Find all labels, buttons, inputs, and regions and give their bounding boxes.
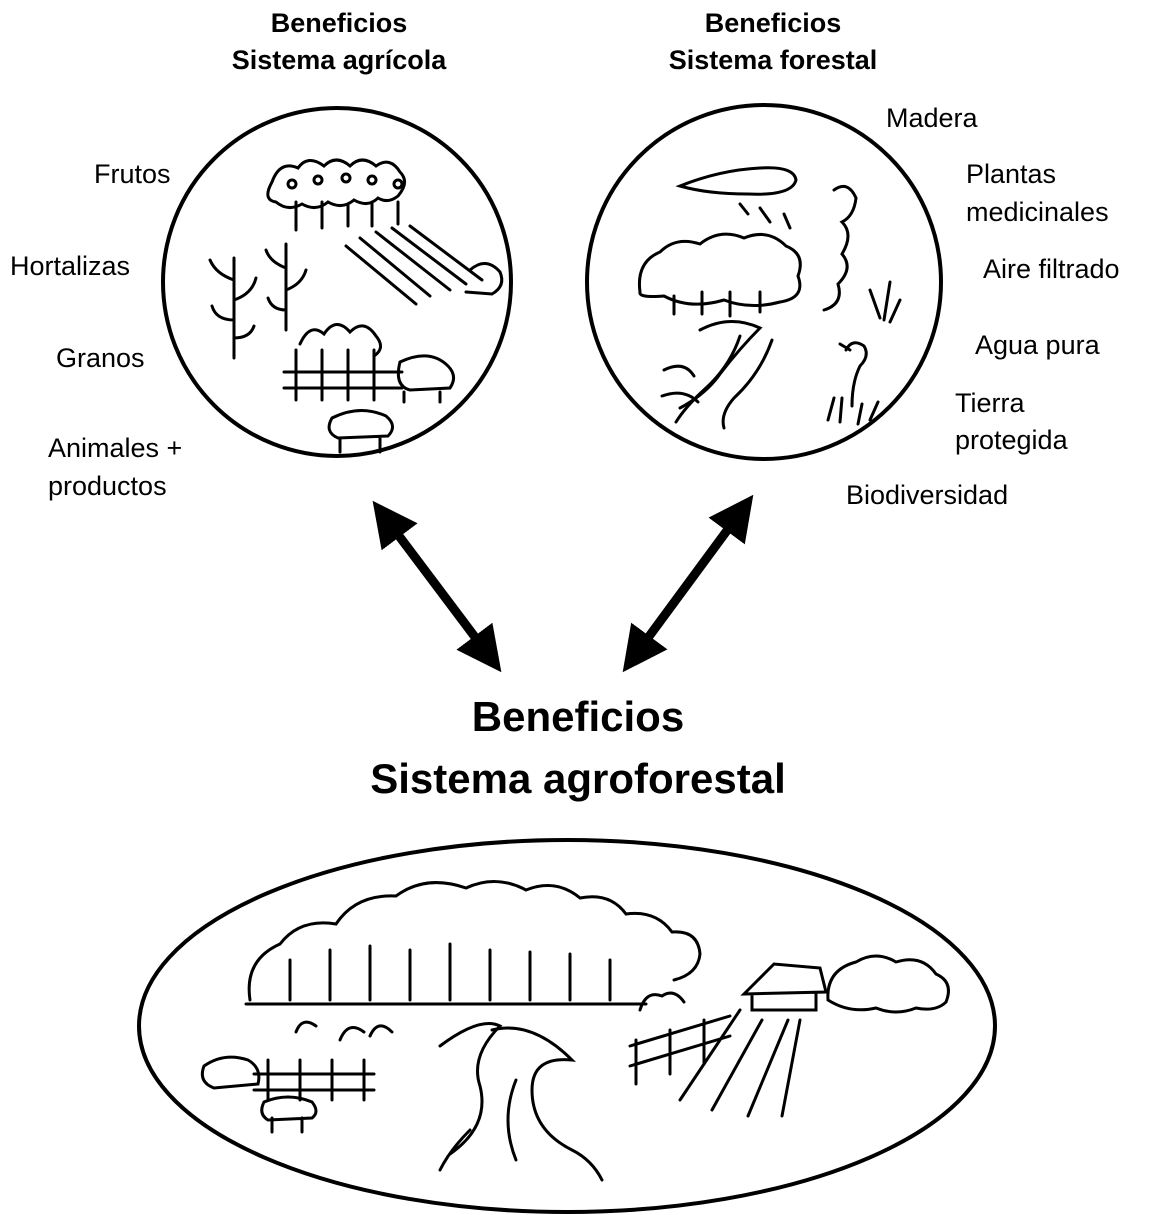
agroforestry-title-line2: Sistema agroforestal [278,748,878,810]
forest-system-title: Beneficios Sistema forestal [643,5,903,79]
benefit-aire-filtrado: Aire filtrado [983,251,1120,288]
benefit-medicinales: medicinales [966,194,1109,231]
benefit-biodiversidad: Biodiversidad [846,477,1008,514]
forest-illustration [639,168,900,428]
agroforestry-system-ellipse [139,840,995,1212]
agricultural-system-title: Beneficios Sistema agrícola [214,5,464,79]
benefit-animales: Animales + [48,430,182,467]
agroforestry-title-line1: Beneficios [278,686,878,748]
agroforestry-system-title: Beneficios Sistema agroforestal [278,686,878,810]
benefit-frutos: Frutos [94,156,171,193]
benefit-hortalizas: Hortalizas [10,248,130,285]
benefit-madera: Madera [886,100,978,137]
double-arrow-right [628,502,748,665]
benefit-agua-pura: Agua pura [975,327,1100,364]
benefit-granos: Granos [56,340,145,377]
agricultural-title-line1: Beneficios [214,5,464,42]
forest-title-line2: Sistema forestal [643,42,903,79]
benefit-plantas: Plantas [966,156,1056,193]
benefit-tierra: Tierra [955,385,1025,422]
double-arrow-left [378,508,496,665]
benefit-protegida: protegida [955,422,1068,459]
agricultural-title-line2: Sistema agrícola [214,42,464,79]
benefit-productos: productos [48,468,167,505]
forest-title-line1: Beneficios [643,5,903,42]
agroforestry-illustration [202,881,948,1180]
